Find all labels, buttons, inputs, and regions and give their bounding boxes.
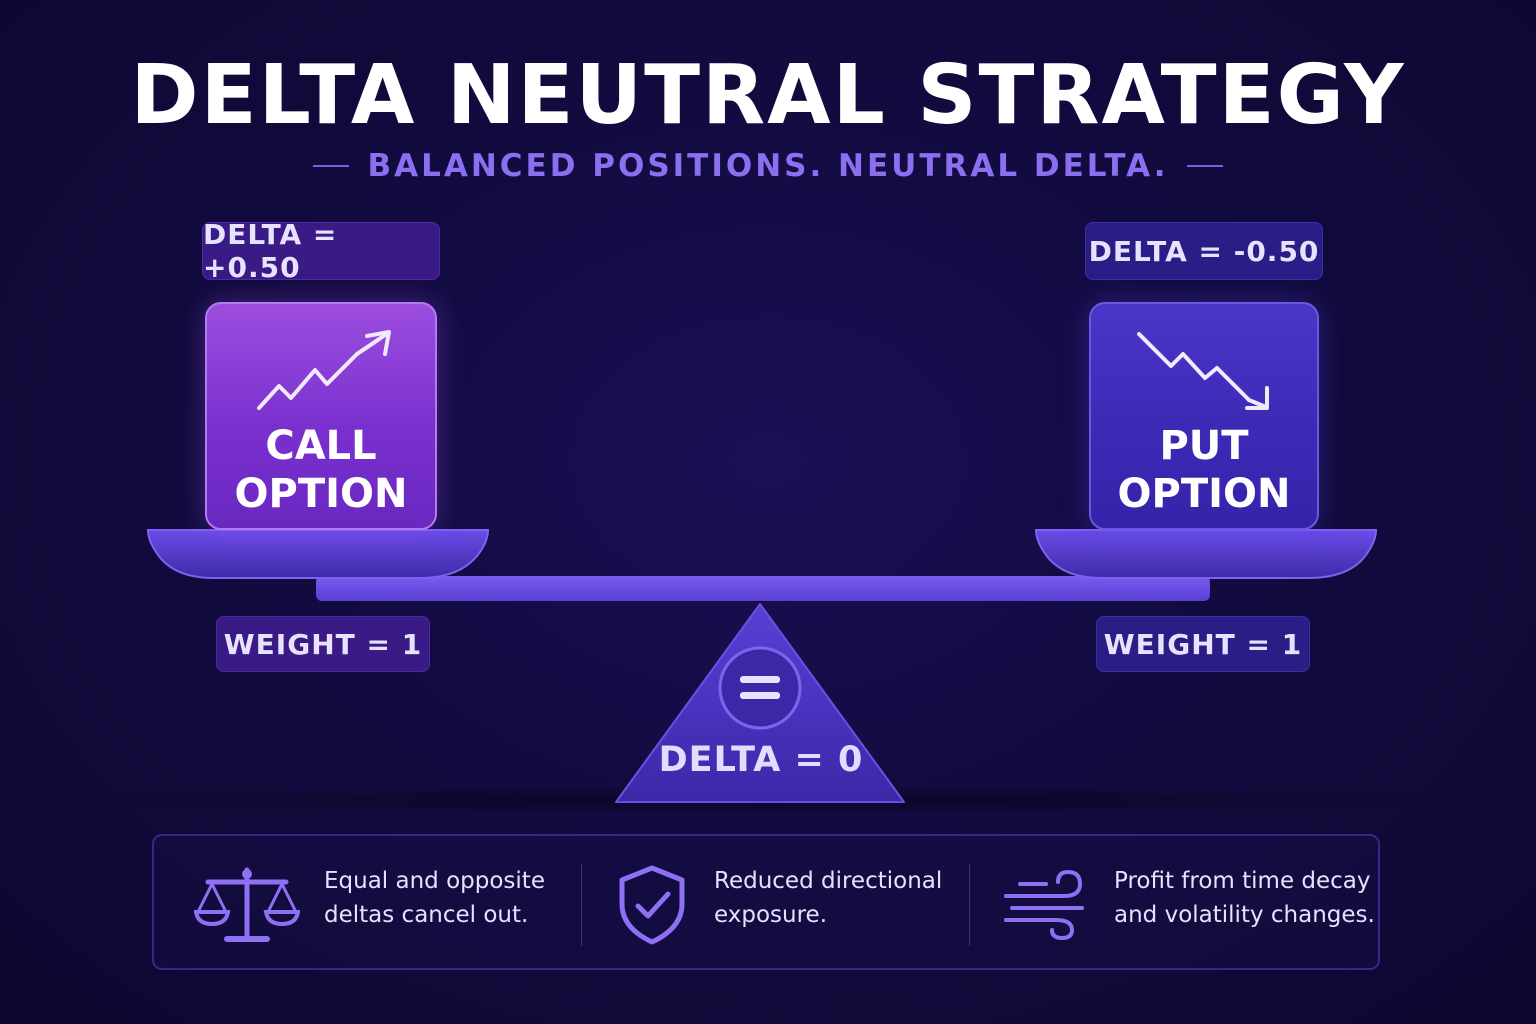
wind-icon — [1004, 869, 1084, 941]
features-panel: Equal and opposite deltas cancel out. Re… — [152, 834, 1380, 970]
put-option-label: PUT OPTION — [1117, 423, 1291, 517]
call-delta-badge: DELTA = +0.50 — [202, 218, 440, 284]
equals-icon — [718, 646, 802, 730]
feature-text-3: Profit from time decay and volatility ch… — [1114, 868, 1375, 928]
shield-check-icon — [619, 865, 685, 945]
subtitle-left-rule — [313, 165, 350, 167]
page-subtitle: BALANCED POSITIONS. NEUTRAL DELTA. — [367, 148, 1169, 184]
feature-text-1: Equal and opposite deltas cancel out. — [324, 868, 545, 928]
right-plate — [1034, 529, 1378, 579]
put-weight-badge: WEIGHT = 1 — [1096, 616, 1310, 672]
net-delta-label: DELTA = 0 — [658, 740, 864, 780]
page-title: DELTA NEUTRAL STRATEGY — [130, 48, 1406, 143]
put-option-card: PUT OPTION — [1089, 302, 1319, 530]
subtitle-row: BALANCED POSITIONS. NEUTRAL DELTA. — [0, 146, 1536, 186]
put-delta-badge: DELTA = -0.50 — [1085, 222, 1323, 280]
feature-divider-2 — [969, 864, 970, 946]
trend-up-arrow-icon — [257, 330, 391, 410]
call-weight-badge: WEIGHT = 1 — [216, 616, 430, 672]
call-option-card: CALL OPTION — [205, 302, 437, 530]
feature-divider-1 — [581, 864, 582, 946]
scales-icon — [194, 867, 300, 942]
feature-text-2: Reduced directional exposure. — [714, 868, 943, 928]
trend-down-arrow-icon — [1137, 332, 1269, 410]
scale-beam — [316, 576, 1210, 601]
left-plate — [146, 529, 490, 579]
subtitle-right-rule — [1186, 165, 1223, 167]
call-option-label: CALL OPTION — [234, 423, 408, 517]
